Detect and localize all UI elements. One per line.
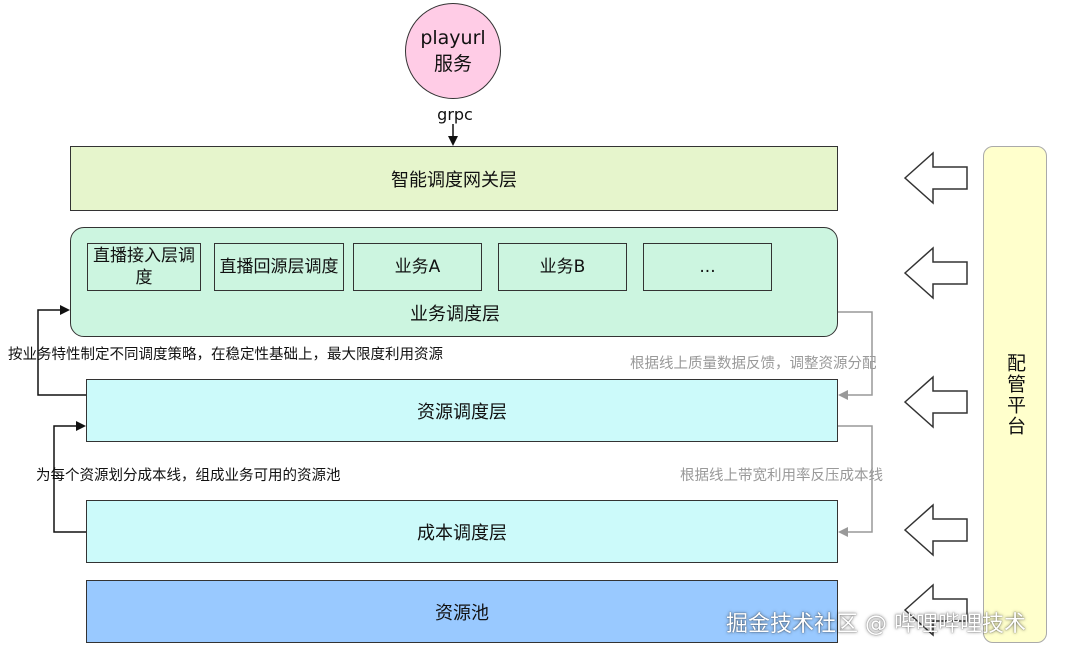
business-layer-label: 业务调度层 <box>410 304 500 325</box>
quality-feedback-note: 根据线上质量数据反馈，调整资源分配 <box>630 356 877 372</box>
resource-to-business-arrow <box>37 305 86 396</box>
subbox-label: 直播接入层调度 <box>93 246 195 288</box>
more-business-box: ... <box>643 243 772 291</box>
config-platform-label: 配管平台 <box>1004 352 1026 437</box>
resource-layer-label: 资源调度层 <box>417 401 507 423</box>
gateway-layer: 智能调度网关层 <box>70 146 838 211</box>
playurl-service-node: playurl服务 <box>405 3 501 99</box>
config-arrow-icon <box>903 246 968 300</box>
gateway-layer-label: 智能调度网关层 <box>391 169 517 191</box>
resource-pool-label: 资源池 <box>435 602 489 624</box>
cost-to-resource-arrow <box>53 421 86 533</box>
business-a-box: 业务A <box>353 243 482 291</box>
strategy-note: 按业务特性制定不同调度策略，在稳定性基础上，最大限度利用资源 <box>8 347 443 363</box>
config-arrow-icon <box>903 151 968 205</box>
live-origin-dispatch-box: 直播回源层调度 <box>214 243 344 291</box>
subbox-label: 业务B <box>539 257 586 277</box>
subbox-label: 直播回源层调度 <box>219 257 339 277</box>
watermark: 掘金技术社区 @ 哔哩哔哩技术 <box>726 612 1026 637</box>
service-label: playurl服务 <box>420 27 486 75</box>
resource-pool: 资源池 <box>86 580 838 643</box>
business-layer: 直播接入层调度 直播回源层调度 业务A 业务B ... 业务调度层 <box>70 227 838 337</box>
resource-to-cost-feedback-arrow <box>838 425 873 537</box>
grpc-label: grpc <box>437 104 473 124</box>
live-access-dispatch-box: 直播接入层调度 <box>87 243 201 291</box>
resource-layer: 资源调度层 <box>86 379 838 442</box>
cost-layer-label: 成本调度层 <box>417 522 507 544</box>
business-to-resource-feedback-arrow <box>838 311 873 400</box>
subbox-label: ... <box>699 257 716 277</box>
config-arrow-icon <box>903 583 968 637</box>
config-platform: 配管平台 <box>983 146 1047 643</box>
subbox-label: 业务A <box>394 257 441 277</box>
cost-line-note: 为每个资源划分成本线，组成业务可用的资源池 <box>36 468 341 484</box>
config-arrow-icon <box>903 503 968 557</box>
config-arrow-icon <box>903 375 968 429</box>
business-b-box: 业务B <box>498 243 627 291</box>
cost-layer: 成本调度层 <box>86 500 838 563</box>
bandwidth-feedback-note: 根据线上带宽利用率反压成本线 <box>680 468 883 484</box>
